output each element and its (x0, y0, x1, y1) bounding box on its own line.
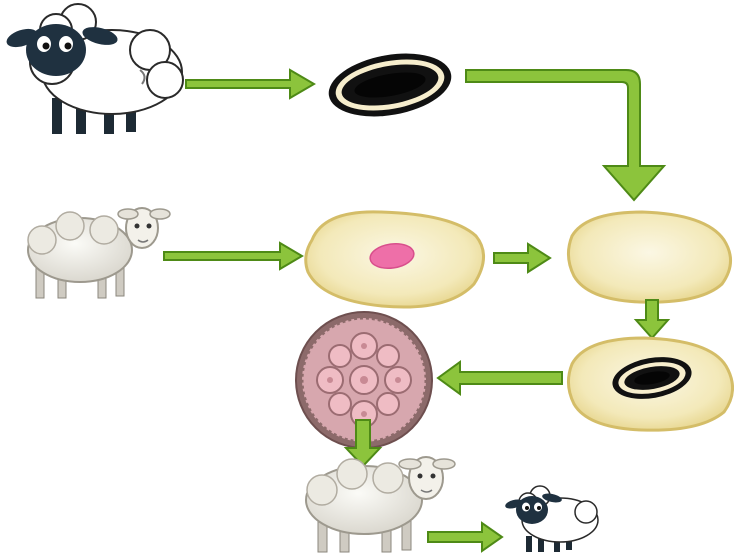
arrow-fused-to-embryo (438, 362, 562, 394)
lamb-icon (504, 486, 598, 552)
fused-egg (568, 338, 732, 430)
egg-donor-sheep (28, 208, 170, 298)
donor-sheep (4, 4, 183, 134)
fused-egg-icon (568, 338, 732, 430)
arrow-donor-to-nucleus (186, 70, 314, 98)
enucleated-egg-icon (568, 212, 730, 302)
nucleus-icon (324, 45, 457, 126)
arrow-surrogate-to-lamb (428, 523, 502, 551)
egg-cell (306, 212, 484, 307)
arrow-egg-to-enucleated (494, 244, 550, 272)
arrow-sheep-to-egg (164, 243, 302, 269)
white-sheep-icon (28, 208, 170, 298)
egg-cell-icon (306, 212, 484, 307)
arrow-enucleated-to-fused (636, 300, 668, 338)
donor-nucleus (324, 45, 457, 126)
black-faced-sheep-icon (4, 4, 183, 134)
clone-lamb (504, 486, 598, 552)
enucleated-egg (568, 212, 730, 302)
arrow-nucleus-to-egg (466, 70, 664, 200)
